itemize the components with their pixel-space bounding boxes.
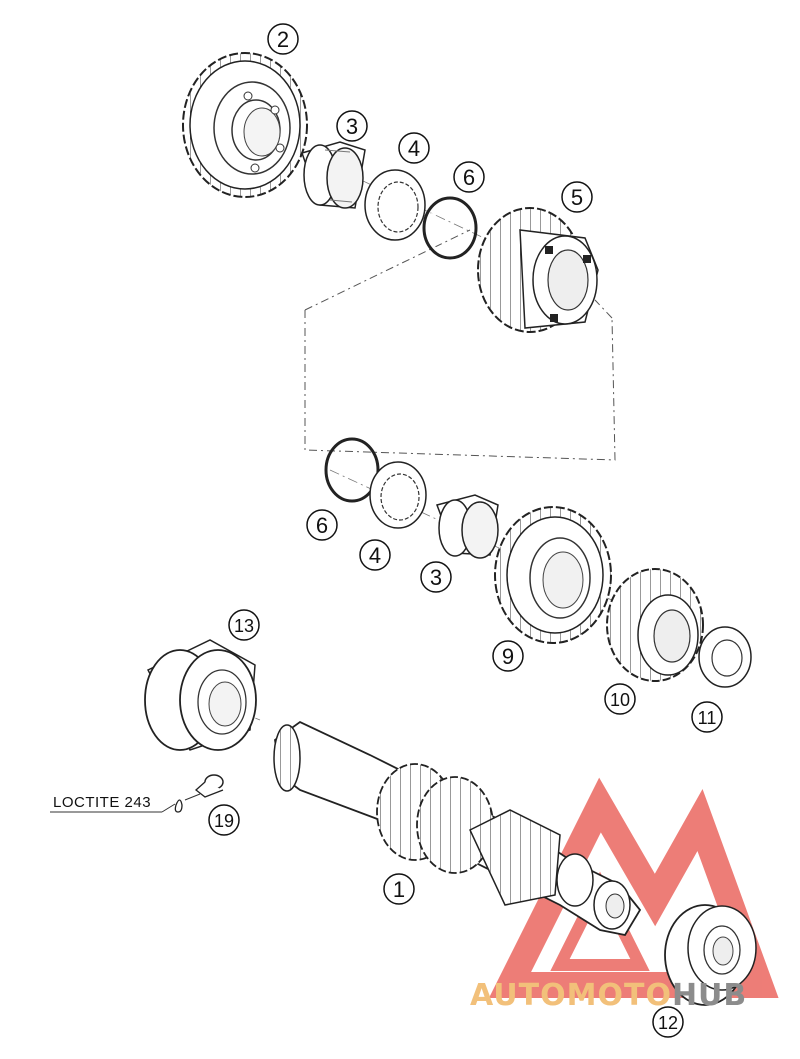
part-number-6-lower: 6 (306, 509, 338, 541)
needle-bearing-3-upper (301, 141, 366, 209)
part-number-10: 10 (604, 683, 636, 715)
svg-text:11: 11 (698, 708, 717, 728)
splined-washer-4-upper (364, 169, 426, 241)
part-number-3-lower: 3 (420, 561, 452, 593)
svg-text:6: 6 (316, 513, 328, 538)
needle-bearing-3-lower (436, 494, 499, 559)
part-number-11: 11 (691, 701, 723, 733)
callout-leader-line-diag (161, 803, 176, 813)
main-shaft-1 (273, 720, 642, 937)
watermark-part2: HUB (671, 978, 748, 1013)
svg-text:4: 4 (369, 543, 381, 568)
washer-11 (698, 626, 752, 688)
part-number-19: 19 (208, 804, 240, 836)
part-number-5: 5 (561, 181, 593, 213)
part-number-6-upper: 6 (453, 161, 485, 193)
screw-19 (184, 774, 224, 801)
svg-text:3: 3 (430, 565, 442, 590)
gear-5 (477, 207, 599, 333)
svg-text:1: 1 (393, 877, 405, 902)
watermark-text: AUTOMOTOHUB (470, 978, 747, 1013)
part-number-1: 1 (383, 873, 415, 905)
gear-9 (494, 506, 612, 644)
gear-10 (606, 568, 704, 682)
svg-text:19: 19 (214, 811, 234, 831)
svg-text:4: 4 (408, 136, 420, 161)
ball-bearing-12 (664, 904, 757, 1006)
loctite-drop-icon (174, 799, 183, 813)
part-number-3-upper: 3 (336, 110, 368, 142)
svg-text:5: 5 (571, 185, 583, 210)
gear-2 (182, 52, 308, 198)
ball-bearing-13 (144, 639, 257, 751)
watermark-part1: AUTOMOTO (470, 978, 672, 1013)
svg-text:2: 2 (277, 27, 289, 52)
svg-text:3: 3 (346, 114, 358, 139)
part-number-12: 12 (652, 1006, 684, 1038)
dashed-assembly-frame (304, 229, 616, 461)
loctite-callout: LOCTITE 243 (53, 794, 152, 811)
svg-text:9: 9 (502, 644, 514, 669)
circlip-6-lower (324, 437, 380, 503)
svg-text:10: 10 (610, 690, 630, 710)
part-number-2: 2 (267, 23, 299, 55)
circlip-6-upper (422, 196, 478, 260)
svg-text:12: 12 (658, 1013, 678, 1033)
part-number-13: 13 (228, 609, 260, 641)
splined-washer-4-lower (369, 461, 427, 529)
part-number-4-upper: 4 (398, 132, 430, 164)
svg-text:13: 13 (234, 616, 254, 636)
part-number-4-lower: 4 (359, 539, 391, 571)
part-number-9: 9 (492, 640, 524, 672)
svg-text:6: 6 (463, 165, 475, 190)
